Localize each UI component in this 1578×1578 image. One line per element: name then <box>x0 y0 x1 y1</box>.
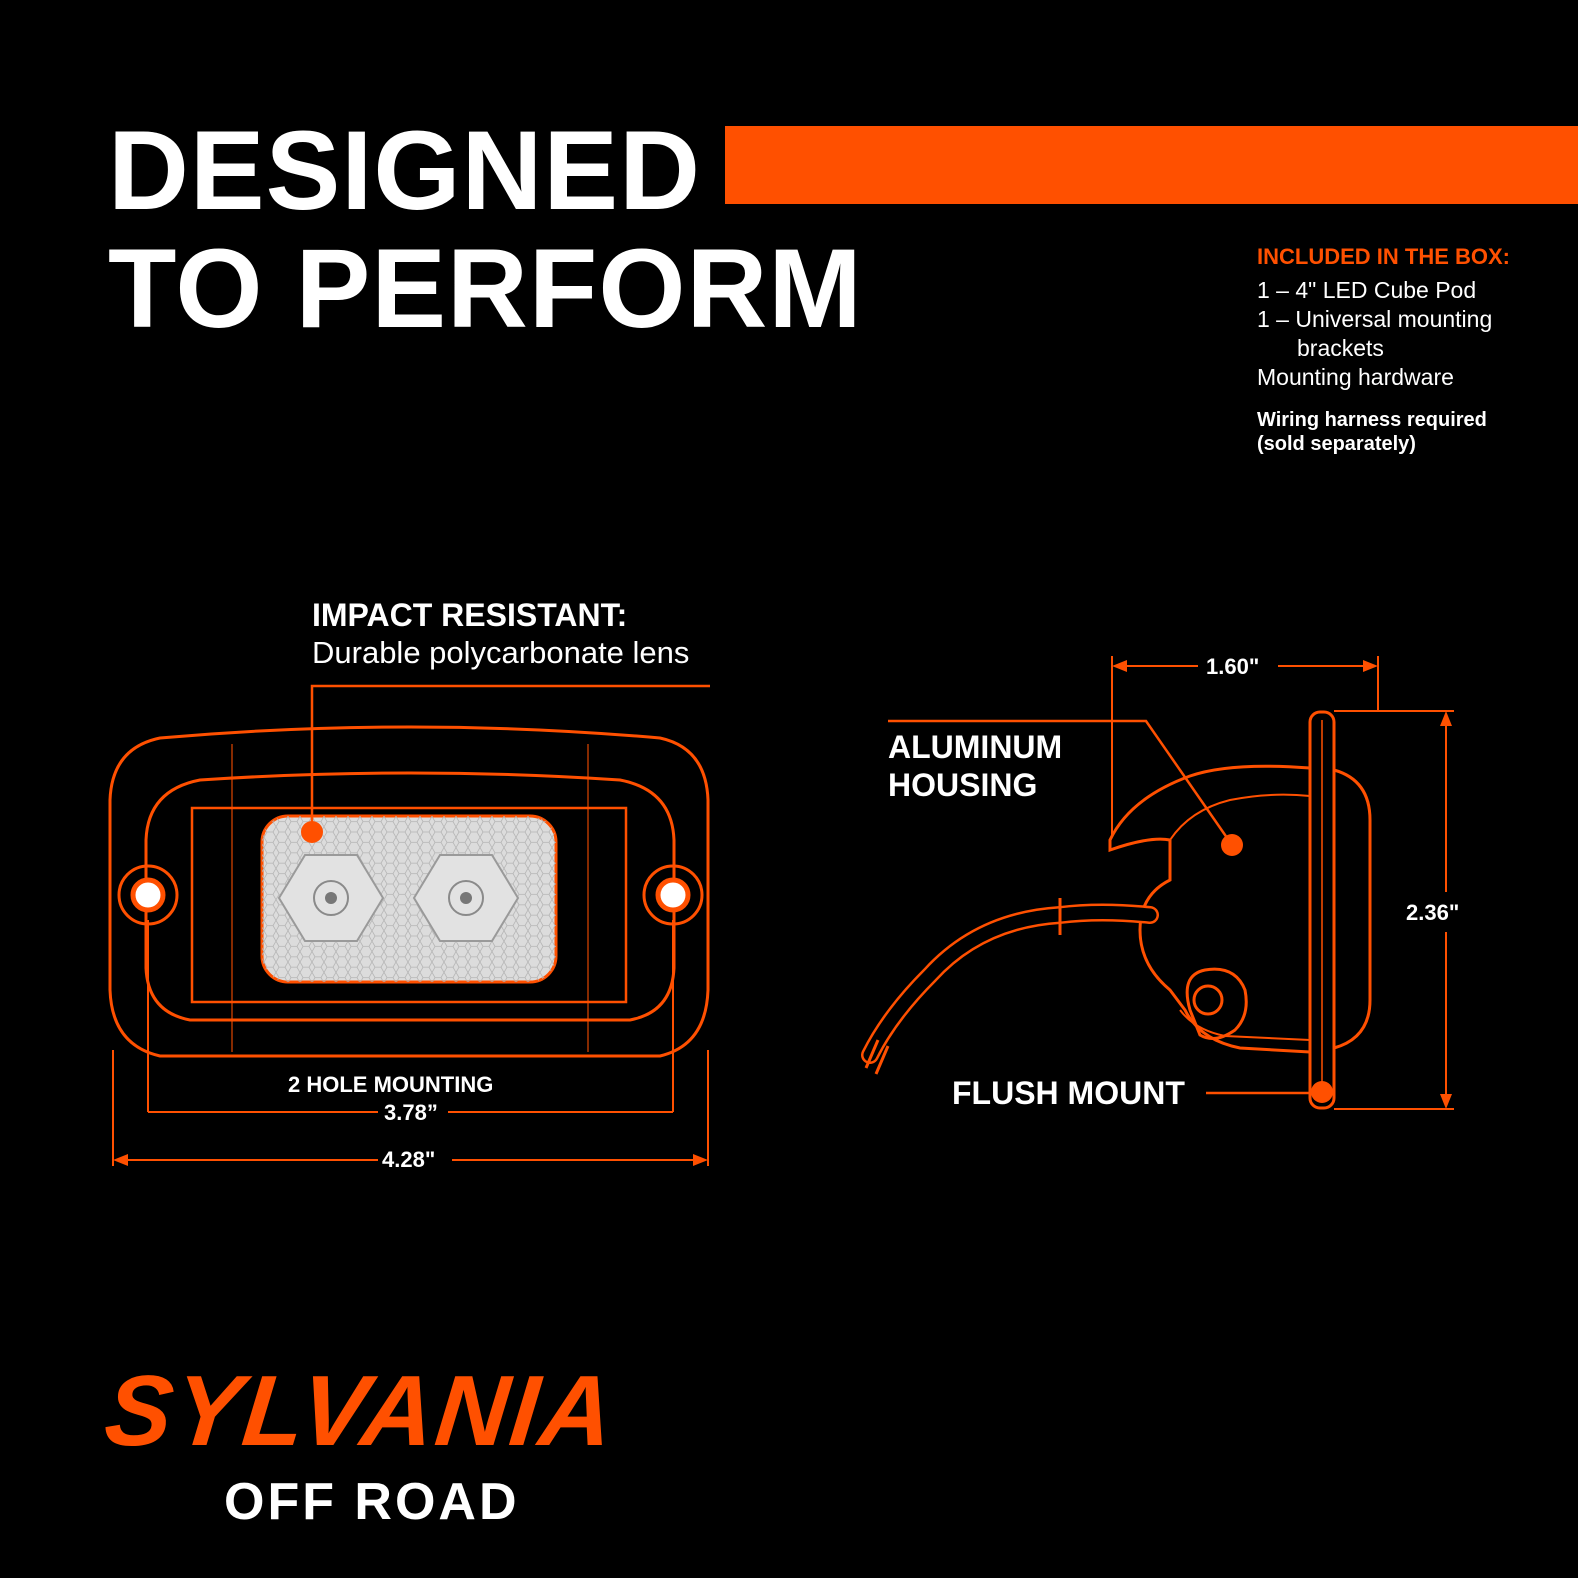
side-callout-leaders <box>888 719 1322 1095</box>
flush-mount-callout: FLUSH MOUNT <box>952 1075 1185 1111</box>
headline-line-1: DESIGNED <box>108 108 701 233</box>
headline-line-2: TO PERFORM <box>108 226 863 351</box>
depth-label: 1.60" <box>1206 654 1260 679</box>
wiring-note-line-1: Wiring harness required <box>1257 409 1487 431</box>
mounting-label: 2 HOLE MOUNTING <box>288 1072 494 1097</box>
overall-width-label: 4.28" <box>382 1147 436 1172</box>
front-outer-frame <box>108 725 710 1058</box>
mounting-width-label: 3.78” <box>384 1100 438 1125</box>
impact-callout: IMPACT RESISTANT: Durable polycarbonate … <box>312 596 689 672</box>
side-cable-wires <box>864 1039 890 1075</box>
side-bracket-hole <box>1192 984 1224 1016</box>
lens-callout-leader <box>301 684 710 843</box>
side-housing <box>1108 764 1311 1054</box>
impact-callout-title: IMPACT RESISTANT: <box>312 597 628 633</box>
front-body <box>190 806 628 1004</box>
box-heading: INCLUDED IN THE BOX: <box>1257 244 1510 269</box>
housing-callout-line-1: ALUMINUM <box>888 729 1063 765</box>
box-item-led-pod: 1 – 4" LED Cube Pod <box>1257 277 1477 303</box>
box-item-brackets-line-2: brackets <box>1297 335 1384 361</box>
front-dimensions <box>112 920 709 1166</box>
brand-logo: SYLVANIA <box>100 1355 621 1467</box>
housing-callout: ALUMINUM HOUSING <box>888 728 1062 804</box>
accent-bar <box>725 126 1578 204</box>
box-contents: INCLUDED IN THE BOX: 1 – 4" LED Cube Pod… <box>1257 244 1577 456</box>
side-dimensions <box>1111 656 1454 1110</box>
side-lens-bulge <box>1333 768 1372 1050</box>
front-lens <box>260 814 558 984</box>
side-flush-plate <box>1308 710 1336 1110</box>
height-label: 2.36" <box>1406 900 1460 925</box>
left-mounting-hole <box>130 877 166 913</box>
wiring-note-line-2: (sold separately) <box>1257 433 1416 455</box>
sub-brand: OFF ROAD <box>224 1473 520 1531</box>
box-item-hardware: Mounting hardware <box>1257 364 1454 390</box>
box-item-brackets: 1 – Universal mounting brackets <box>1257 305 1577 363</box>
side-bracket <box>1185 967 1248 1041</box>
housing-callout-line-2: HOUSING <box>888 767 1038 803</box>
headline: DESIGNED TO PERFORM <box>108 112 863 348</box>
side-cable <box>861 903 1159 1064</box>
right-mounting-hole <box>655 877 691 913</box>
wiring-note: Wiring harness required (sold separately… <box>1257 408 1577 456</box>
impact-callout-desc: Durable polycarbonate lens <box>312 635 690 670</box>
box-item-brackets-line-1: 1 – Universal mounting <box>1257 306 1493 332</box>
